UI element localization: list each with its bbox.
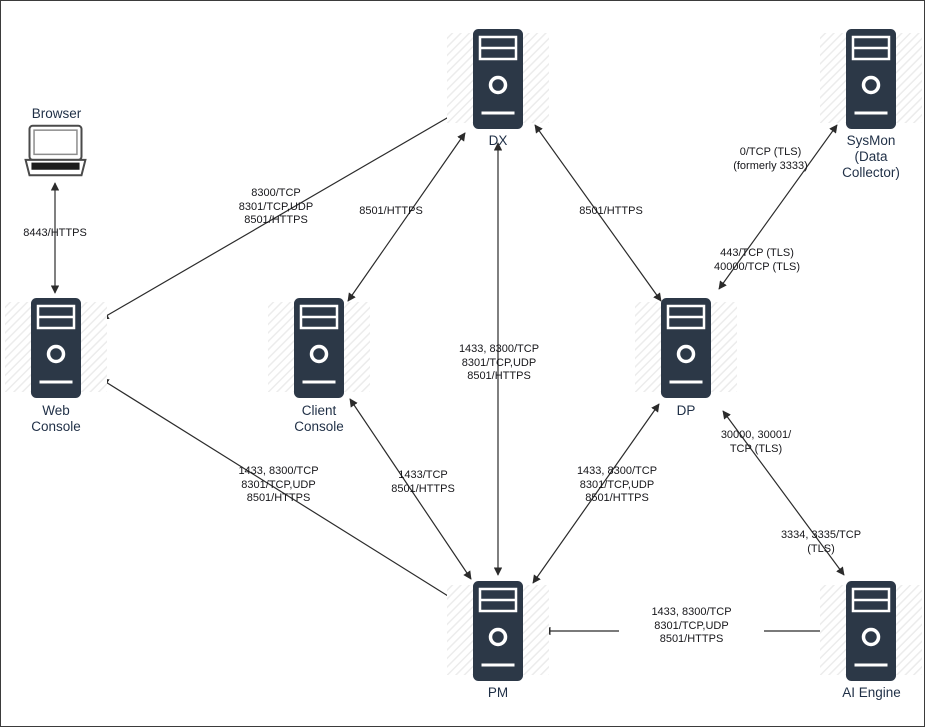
server-icon [5, 298, 107, 398]
edge-label-browser-web_console: 8443/HTTPS [23, 227, 87, 239]
edge-label-pm-dx: 1433, 8300/TCP 8301/TCP,UDP 8501/HTTPS [458, 343, 540, 382]
edge-label-web_console-pm: 1433, 8300/TCP 8301/TCP,UDP 8501/HTTPS [238, 465, 319, 504]
node-label-pm: PM [487, 685, 509, 700]
node-label-browser: Browser [31, 106, 82, 121]
node-label-dx: DX [488, 133, 508, 148]
node-dp[interactable] [635, 298, 737, 398]
node-sysmon[interactable] [820, 29, 922, 129]
node-label-ai_engine: AI Engine [842, 685, 901, 700]
edge-label-dp-sysmon-2: 443/TCP (TLS) 40000/TCP (TLS) [713, 247, 800, 273]
server-icon [268, 298, 370, 398]
edge-label-pm-ai_engine: 1433, 8300/TCP 8301/TCP,UDP 8501/HTTPS [619, 606, 764, 647]
server-icon [447, 581, 549, 681]
edge-label-client_console-dx: 8501/HTTPS [359, 205, 423, 217]
edge-label-dp-ai_engine-2: 3334, 3335/TCP (TLS) [780, 529, 862, 555]
node-label-web_console: Web Console [31, 403, 81, 434]
edge-label-dp-sysmon: 0/TCP (TLS) (formerly 3333) [733, 146, 808, 172]
server-icon [820, 29, 922, 129]
node-client_console[interactable] [268, 298, 370, 398]
node-pm[interactable] [447, 581, 549, 681]
edge-label-pm-dp: 1433, 8300/TCP 8301/TCP,UDP 8501/HTTPS [576, 465, 658, 504]
node-label-dp: DP [676, 403, 696, 418]
node-label-sysmon: SysMon (Data Collector) [842, 133, 900, 180]
laptop-icon [23, 123, 88, 178]
server-icon [635, 298, 737, 398]
edge-label-web_console-dx: 8300/TCP 8301/TCP,UDP 8501/HTTPS [238, 187, 314, 226]
edge-label-client_console-pm: 1433/TCP 8501/HTTPS [391, 469, 455, 495]
edge-label-dp-ai_engine: 30000, 30001/ TCP (TLS) [720, 429, 792, 455]
node-ai_engine[interactable] [820, 581, 922, 681]
server-icon [447, 29, 549, 129]
node-web_console[interactable] [5, 298, 107, 398]
node-dx[interactable] [447, 29, 549, 129]
edge-label-dx-dp: 8501/HTTPS [579, 205, 643, 217]
node-browser[interactable] [23, 123, 88, 178]
server-icon [820, 581, 922, 681]
node-label-client_console: Client Console [294, 403, 344, 434]
